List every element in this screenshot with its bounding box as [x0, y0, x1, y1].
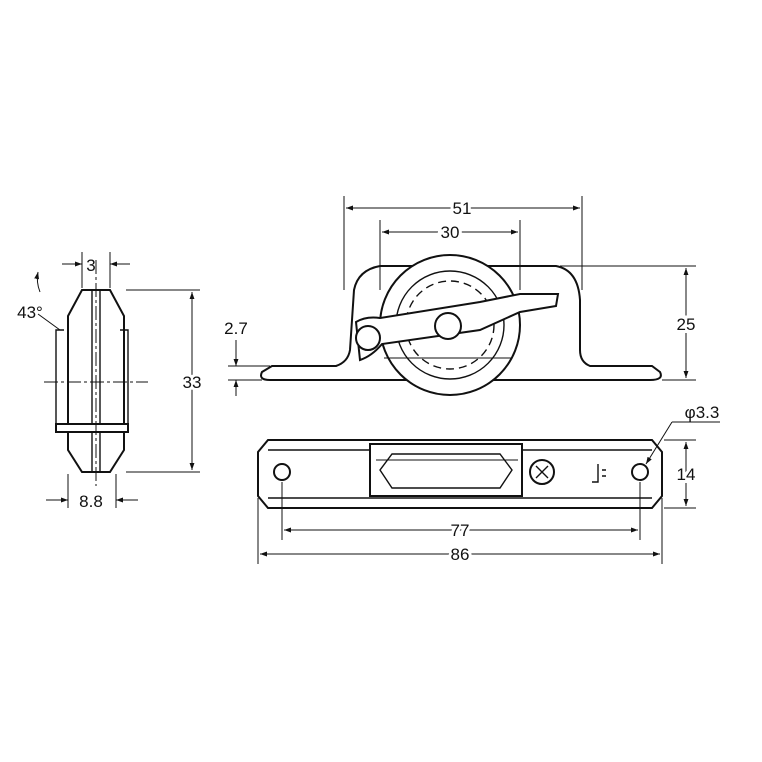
plan-view: φ3.3 14 77 86	[257, 403, 720, 567]
plan-wheel	[379, 453, 513, 489]
dim-plan-hole-dia: φ3.3	[685, 403, 720, 422]
plan-hole-right	[631, 463, 649, 481]
dim-front-width-inner: 30	[441, 223, 460, 242]
dim-front-plate-thickness: 2.7	[224, 319, 248, 338]
dim-plan-hole-pitch: 77	[451, 521, 470, 540]
angle-arc	[34, 271, 41, 293]
side-base-plate	[55, 423, 129, 433]
dim-front-width-outer: 51	[453, 199, 472, 218]
plan-height-marker-icon	[592, 464, 606, 483]
dim-side-height: 33	[183, 373, 202, 392]
dim-front-height: 25	[677, 315, 696, 334]
dim-side-top-width: 3	[86, 256, 95, 275]
plan-hole-left	[273, 463, 291, 481]
dim-side-angle: 43°	[17, 303, 43, 322]
plan-screw-cross-icon	[535, 465, 549, 479]
dim-plan-length: 86	[451, 545, 470, 564]
dim-side-base-width: 8.8	[79, 492, 103, 511]
front-lever-pivot	[355, 325, 381, 351]
side-bracket-left	[55, 329, 64, 429]
dim-leader	[645, 421, 673, 465]
front-axle	[434, 312, 462, 340]
front-view: 51 30 25 2.7	[224, 196, 698, 396]
angle-leader	[37, 313, 61, 331]
side-view: 3 43° 33 8.8	[17, 252, 204, 511]
front-wheel-inner	[405, 280, 495, 370]
dim-plan-height: 14	[677, 465, 696, 484]
